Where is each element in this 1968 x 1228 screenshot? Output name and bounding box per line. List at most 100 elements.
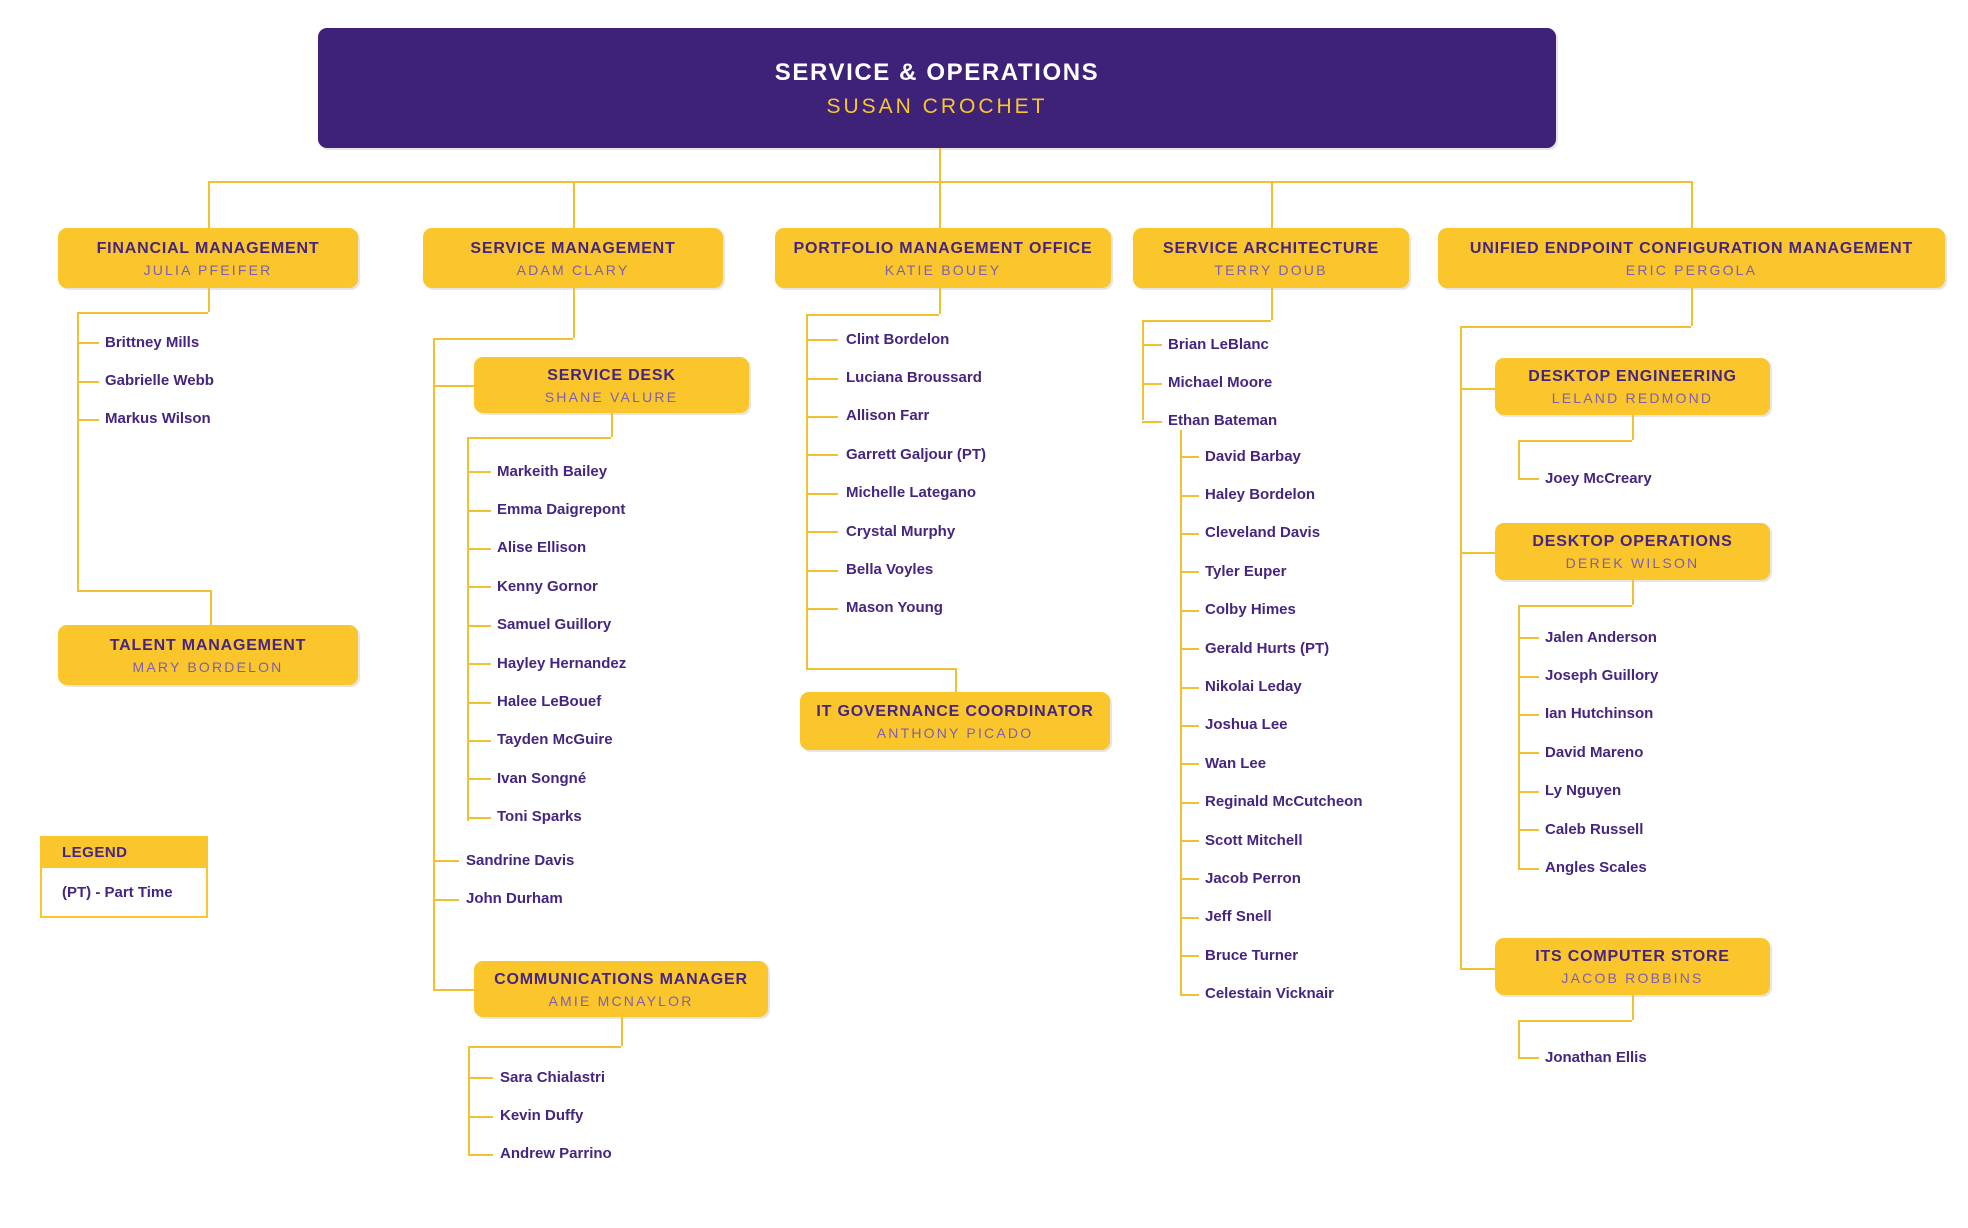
- member: Bella Voyles: [805, 550, 986, 588]
- connector-line: [1518, 1020, 1520, 1058]
- dept-box-service-management: SERVICE MANAGEMENT ADAM CLARY: [423, 228, 723, 288]
- member-list-desktop-operations: Jalen Anderson Joseph Guillory Ian Hutch…: [1517, 618, 1658, 887]
- member: Jacob Perron: [1180, 859, 1363, 897]
- member: Wan Lee: [1180, 744, 1363, 782]
- member: Gerald Hurts (PT): [1180, 629, 1363, 667]
- member: David Barbay: [1180, 437, 1363, 475]
- member: Brittney Mills: [77, 323, 214, 361]
- member: Michelle Lategano: [805, 474, 986, 512]
- member-list-pmo: Clint Bordelon Luciana Broussard Allison…: [805, 320, 986, 627]
- member-list-its-computer-store: Jonathan Ellis: [1518, 1038, 1647, 1076]
- dept-title: SERVICE ARCHITECTURE: [1162, 239, 1380, 257]
- connector-line: [1460, 968, 1495, 970]
- member: Angles Scales: [1517, 848, 1658, 886]
- dept-manager: DEREK WILSON: [1565, 555, 1700, 571]
- dept-manager: ANTHONY PICADO: [876, 724, 1034, 741]
- dept-manager: TERRY DOUB: [1214, 261, 1328, 278]
- member: Garrett Galjour (PT): [805, 435, 986, 473]
- connector-line: [433, 338, 435, 989]
- root-title: SERVICE & OPERATIONS: [774, 58, 1100, 86]
- member-list-service-architecture-team: David Barbay Haley Bordelon Cleveland Da…: [1180, 437, 1363, 1013]
- connector-line: [939, 288, 941, 314]
- connector-line: [208, 181, 210, 228]
- dept-title: TALENT MANAGEMENT: [109, 636, 307, 654]
- member-list-desktop-engineering: Joey McCreary: [1518, 459, 1652, 497]
- connector-line: [939, 181, 941, 228]
- connector-line: [1142, 320, 1144, 420]
- connector-line: [77, 590, 210, 592]
- connector-line: [1460, 388, 1495, 390]
- connector-line: [208, 181, 1691, 183]
- member: Mason Young: [805, 589, 986, 627]
- connector-line: [77, 312, 79, 590]
- member: Bruce Turner: [1180, 936, 1363, 974]
- connector-line: [468, 1046, 621, 1048]
- dept-box-service-desk: SERVICE DESK SHANE VALURE: [474, 357, 749, 413]
- connector-line: [806, 314, 808, 668]
- dept-title: FINANCIAL MANAGEMENT: [96, 239, 320, 257]
- member: Hayley Hernandez: [466, 644, 626, 682]
- member: Cleveland Davis: [1180, 514, 1363, 552]
- connector-line: [1518, 605, 1520, 868]
- member: Colby Himes: [1180, 591, 1363, 629]
- connector-line: [1460, 326, 1691, 328]
- member: Ivan Songné: [466, 759, 626, 797]
- dept-box-communications-manager: COMMUNICATIONS MANAGER AMIE MCNAYLOR: [474, 961, 768, 1017]
- connector-line: [208, 288, 210, 312]
- dept-title: DESKTOP ENGINEERING: [1528, 368, 1737, 385]
- connector-line: [1518, 440, 1520, 479]
- connector-line: [806, 314, 939, 316]
- member: Joseph Guillory: [1517, 656, 1658, 694]
- member: Jonathan Ellis: [1518, 1038, 1647, 1076]
- connector-line: [1632, 415, 1634, 440]
- connector-line: [433, 338, 573, 340]
- dept-title: UNIFIED ENDPOINT CONFIGURATION MANAGEMEN…: [1469, 239, 1914, 257]
- legend-entry: (PT) - Part Time: [40, 868, 208, 918]
- member: Joshua Lee: [1180, 706, 1363, 744]
- member: Ethan Bateman: [1141, 402, 1277, 440]
- member: Markus Wilson: [77, 400, 214, 438]
- connector-line: [1518, 605, 1632, 607]
- connector-line: [1271, 181, 1273, 228]
- dept-manager: JACOB ROBBINS: [1561, 970, 1704, 986]
- dept-manager: ADAM CLARY: [516, 261, 630, 278]
- member: Gabrielle Webb: [77, 361, 214, 399]
- dept-box-its-computer-store: ITS COMPUTER STORE JACOB ROBBINS: [1495, 938, 1770, 995]
- root-box-service-operations: SERVICE & OPERATIONS SUSAN CROCHET: [318, 28, 1556, 148]
- member: Tayden McGuire: [466, 721, 626, 759]
- member: Samuel Guillory: [466, 606, 626, 644]
- connector-line: [433, 989, 474, 991]
- dept-manager: LELAND REDMOND: [1551, 390, 1714, 406]
- dept-box-talent-management: TALENT MANAGEMENT MARY BORDELON: [58, 625, 358, 685]
- member: John Durham: [432, 879, 574, 917]
- member: Allison Farr: [805, 397, 986, 435]
- member: Jalen Anderson: [1517, 618, 1658, 656]
- member: Jeff Snell: [1180, 898, 1363, 936]
- dept-box-service-architecture: SERVICE ARCHITECTURE TERRY DOUB: [1133, 228, 1409, 288]
- connector-line: [1518, 1020, 1632, 1022]
- dept-manager: JULIA PFEIFER: [143, 261, 273, 278]
- dept-title: SERVICE MANAGEMENT: [470, 239, 676, 257]
- dept-box-financial-management: FINANCIAL MANAGEMENT JULIA PFEIFER: [58, 228, 358, 288]
- member: Alise Ellison: [466, 529, 626, 567]
- connector-line: [1271, 288, 1273, 320]
- member: Sandrine Davis: [432, 841, 574, 879]
- connector-line: [573, 181, 575, 228]
- member: Luciana Broussard: [805, 358, 986, 396]
- member: Celestain Vicknair: [1180, 974, 1363, 1012]
- dept-box-portfolio-management-office: PORTFOLIO MANAGEMENT OFFICE KATIE BOUEY: [775, 228, 1111, 288]
- dept-manager: SHANE VALURE: [544, 388, 679, 405]
- member: Kenny Gornor: [466, 567, 626, 605]
- member: Emma Daigrepont: [466, 490, 626, 528]
- connector-line: [573, 288, 575, 338]
- member: David Mareno: [1517, 733, 1658, 771]
- member: Haley Bordelon: [1180, 475, 1363, 513]
- member: Sara Chialastri: [468, 1058, 612, 1096]
- connector-line: [467, 437, 469, 821]
- member: Nikolai Leday: [1180, 667, 1363, 705]
- connector-line: [1632, 995, 1634, 1020]
- member: Ian Hutchinson: [1517, 695, 1658, 733]
- member: Clint Bordelon: [805, 320, 986, 358]
- dept-manager: AMIE MCNAYLOR: [548, 992, 694, 1009]
- member-list-service-management: Sandrine Davis John Durham: [432, 841, 574, 918]
